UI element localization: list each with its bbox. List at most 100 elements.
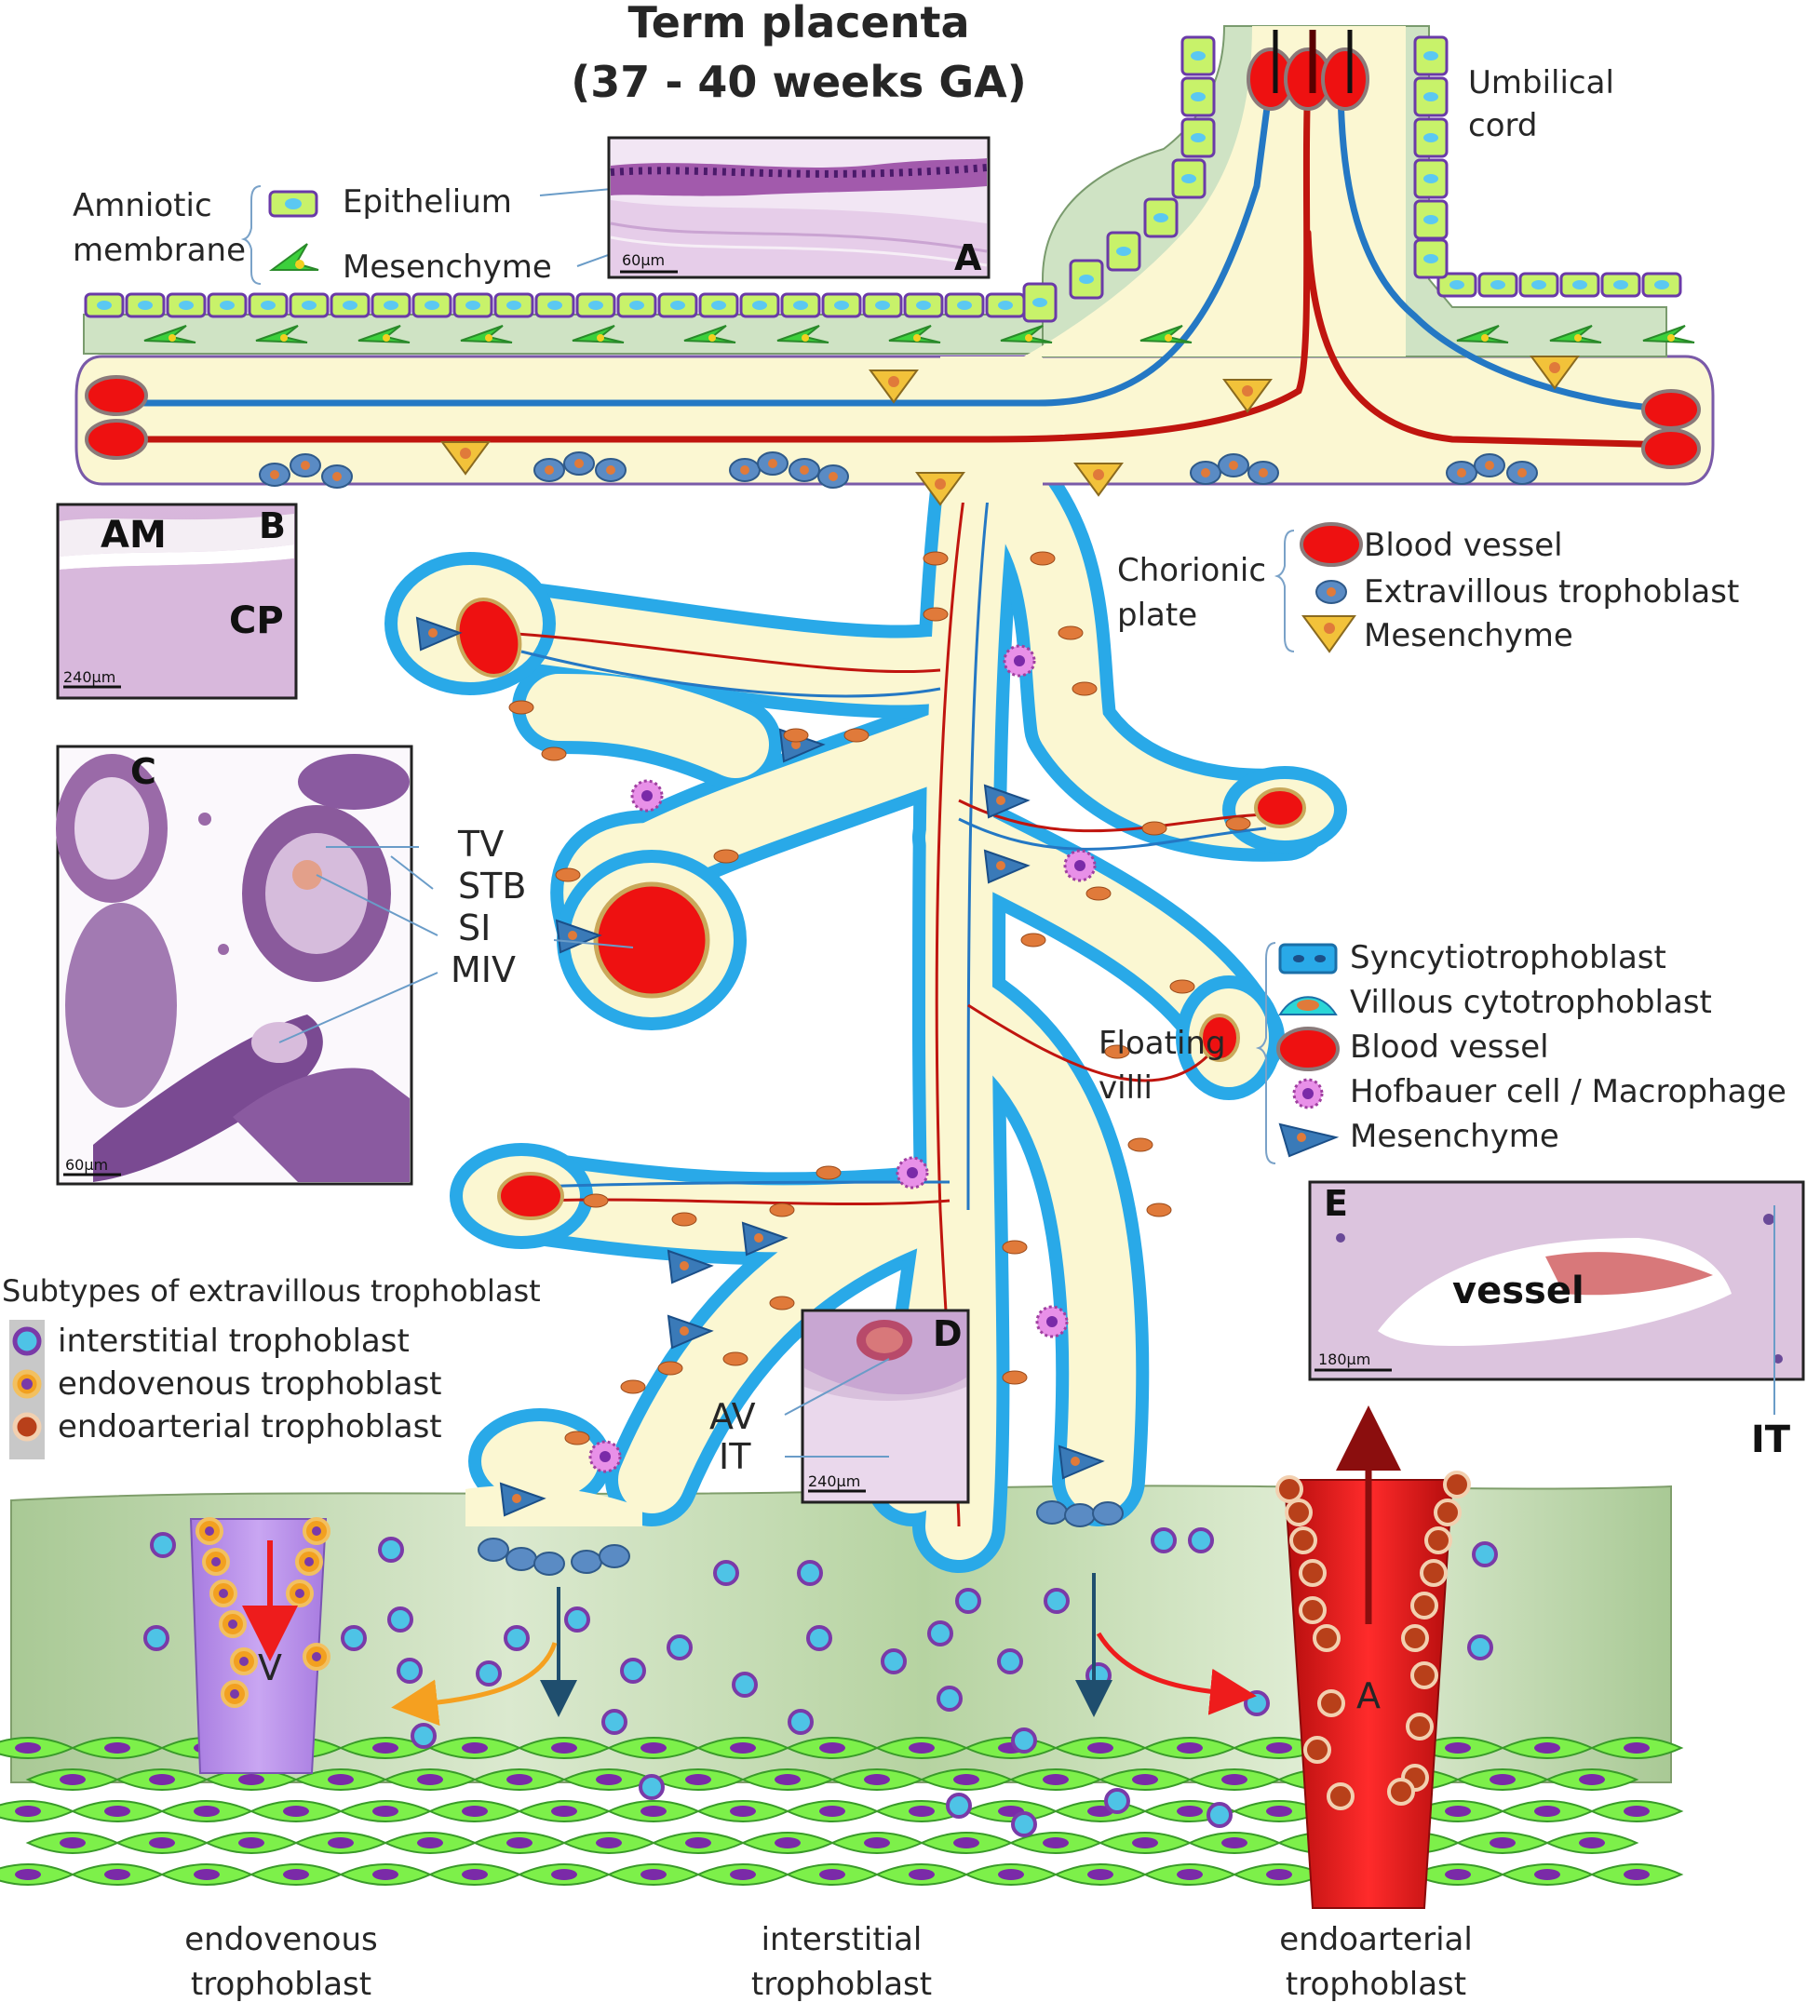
- myometrium-cell: [829, 1832, 924, 1854]
- endovenous-trophoblast: [303, 1643, 330, 1671]
- cp-evt-cell: [259, 463, 290, 487]
- panel-b-cp-label: CP: [229, 599, 284, 642]
- interstitial-trophoblast: [1104, 1788, 1130, 1814]
- chorionic-plate-evt: [259, 356, 1580, 506]
- interstitial-trophoblast: [955, 1588, 981, 1614]
- panel-c-label-stb: STB: [458, 866, 526, 907]
- cytotrophoblast-cell: [769, 1296, 795, 1310]
- myometrium-cell: [204, 1832, 299, 1854]
- myometrium-cell: [1589, 1737, 1684, 1759]
- panel-d-av-label: AV: [709, 1396, 756, 1437]
- syncytiotrophoblast-label: Syncytiotrophoblast: [1350, 939, 1666, 976]
- myometrium-cell: [25, 1832, 120, 1854]
- panel-d-scale: 240µm: [808, 1472, 860, 1490]
- myometrium-cell: [159, 1863, 254, 1886]
- interstitial-trophoblast: [946, 1793, 972, 1819]
- epithelium-cell: [411, 292, 452, 318]
- myometrium-cell: [606, 1863, 701, 1886]
- cp-blood-vessel-legend-icon: [1300, 522, 1363, 567]
- histology-panel-c: 60µm C: [56, 745, 413, 1186]
- bottom-interstitial-1: interstitial: [762, 1921, 923, 1958]
- cp-mesenchyme-cell: [1530, 356, 1580, 390]
- hofbauer-legend-icon: [1292, 1078, 1324, 1109]
- cp-blood-vessel-label: Blood vessel: [1364, 527, 1563, 564]
- panel-c-scale: 60µm: [65, 1156, 108, 1174]
- epithelium-cell: [1413, 117, 1449, 158]
- amnion-mesenchyme-label: Mesenchyme: [343, 249, 552, 286]
- invasion-arrows: [242, 1405, 1401, 1727]
- umbilical-cord-label-1: Umbilical: [1468, 64, 1614, 101]
- interstitial-trophoblast: [504, 1625, 530, 1651]
- interstitial-trophoblast: [797, 1560, 823, 1586]
- myometrium-cell: [1098, 1832, 1193, 1854]
- endoarterial-trophoblast: [1299, 1596, 1327, 1624]
- myometrium-cell: [1455, 1832, 1550, 1854]
- bottom-interstitial-2: trophoblast: [751, 1966, 932, 2003]
- cytotrophoblast-cell: [1072, 681, 1098, 696]
- umbilical-cord-label-2: cord: [1468, 107, 1537, 144]
- amnion-mesenchyme-cells: [143, 325, 1695, 343]
- amnion-mesenchyme-cell: [888, 325, 941, 343]
- myometrium-cell: [829, 1768, 924, 1791]
- myometrium-cell: [919, 1832, 1014, 1854]
- cytotrophoblast-cell: [1104, 1044, 1130, 1059]
- myometrium-cell: [740, 1768, 835, 1791]
- endoarterial-trophoblast: [1299, 1559, 1327, 1587]
- myometrium-cell: [338, 1863, 433, 1886]
- chorionic-plate: [74, 355, 1715, 503]
- cytotrophoblast-cell: [1141, 821, 1167, 836]
- villus-mesenchyme-cell: [983, 784, 1031, 819]
- myometrium-cell: [919, 1768, 1014, 1791]
- myometrium-cell: [25, 1768, 120, 1791]
- villus-mesenchyme-cell: [667, 1314, 714, 1350]
- panel-c-pointer-lines: [278, 846, 634, 1043]
- cytotrophoblast-cell: [1085, 886, 1112, 901]
- myometrium-cell: [1410, 1863, 1505, 1886]
- interstitial-trophoblast: [476, 1660, 502, 1687]
- interstitial-trophoblast: [881, 1648, 907, 1674]
- amnion-mesenchyme-cell: [1549, 325, 1602, 343]
- cytotrophoblast-cell: [508, 700, 534, 715]
- panel-b-scale: 240µm: [63, 668, 115, 686]
- panel-c-label-si: SI: [458, 907, 491, 948]
- anchoring-evt: [478, 1500, 1124, 1576]
- cytotrophoblast-cell: [1225, 816, 1251, 831]
- endoarterial-trophoblast: [1285, 1499, 1313, 1526]
- cytotrophoblast-cell: [657, 1361, 683, 1376]
- floating-villi-label-1: Floating: [1099, 1025, 1226, 1062]
- endoarterial-trophoblast: [1317, 1689, 1345, 1717]
- amnion-mesenchyme-cell: [357, 325, 411, 343]
- epithelium-cell: [1180, 117, 1216, 158]
- interstitial-trophoblast: [937, 1686, 963, 1712]
- cytotrophoblast-cell: [541, 746, 567, 761]
- interstitial-trophoblast: [150, 1532, 176, 1558]
- epithelium-cell: [493, 292, 534, 318]
- cp-evt-cell: [1506, 461, 1538, 485]
- endoarterial-trophoblast: [1410, 1661, 1438, 1689]
- vein-letter: V: [258, 1647, 282, 1688]
- epithelium-cell: [1180, 76, 1216, 117]
- hofbauer-cell: [896, 1156, 929, 1189]
- cp-evt-cell: [290, 453, 321, 477]
- interstitial-trophoblast: [927, 1620, 953, 1646]
- endoarterial-trophoblast: [1275, 1475, 1303, 1503]
- endoarterial-trophoblast: [1434, 1499, 1462, 1526]
- endoarterial-trophoblast: [1313, 1624, 1341, 1652]
- epithelium-cell: [1022, 282, 1058, 323]
- myometrium-cell: [0, 1863, 75, 1886]
- epithelium-cell: [1518, 272, 1559, 298]
- interstitial-trophoblast: [788, 1709, 814, 1735]
- myometrium-cell: [651, 1832, 746, 1854]
- cp-evt-cell: [1474, 453, 1505, 477]
- endovenous-trophoblast: [286, 1579, 314, 1607]
- evt-subtypes-heading: Subtypes of extravillous trophoblast: [2, 1273, 541, 1309]
- histology-panel-e: 180µm E vessel: [1308, 1180, 1805, 1381]
- endoarterial-trophoblast: [1424, 1526, 1452, 1554]
- endovenous-trophoblast: [195, 1517, 223, 1545]
- interstitial-trophoblast: [1244, 1690, 1270, 1716]
- myometrium-cell: [651, 1768, 746, 1791]
- interstitial-trophoblast: [667, 1634, 693, 1660]
- interstitial-trophoblast: [713, 1560, 739, 1586]
- myometrium-cell: [1589, 1800, 1684, 1822]
- cp-mesenchyme-cell: [440, 441, 491, 476]
